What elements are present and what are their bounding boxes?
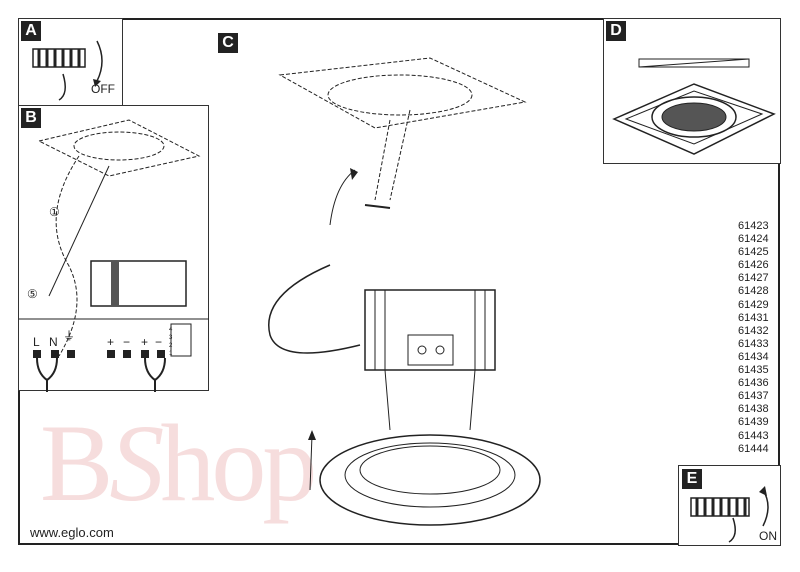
article-number: 61444 bbox=[738, 442, 769, 455]
dip-3: 3 bbox=[169, 335, 173, 341]
panel-e-label: E bbox=[682, 469, 702, 489]
article-number: 61423 bbox=[738, 220, 769, 232]
driver-install-drawing: ① ⑤ bbox=[19, 119, 209, 357]
article-number: 61434 bbox=[738, 350, 769, 363]
article-number: 61427 bbox=[738, 272, 769, 285]
terminal-minus-label: − bbox=[123, 335, 130, 349]
article-number: 61431 bbox=[738, 311, 769, 324]
article-number: 61433 bbox=[738, 337, 769, 350]
terminal-plus-label: + bbox=[107, 335, 114, 349]
website-url: www.eglo.com bbox=[30, 525, 114, 540]
step-5-marker: ⑤ bbox=[27, 287, 38, 301]
terminal-plus-label: + bbox=[141, 335, 148, 349]
breaker-switch-icon: OFF bbox=[32, 40, 115, 101]
terminal-n-label: N bbox=[49, 335, 58, 349]
dip-1: 1 bbox=[169, 351, 173, 357]
panel-d-label: D bbox=[606, 21, 626, 41]
article-number: 61437 bbox=[738, 390, 769, 403]
step-1-marker: ① bbox=[49, 205, 60, 219]
article-number: 61439 bbox=[738, 416, 769, 429]
panel-b-label: B bbox=[21, 108, 41, 128]
panel-a: A OFF bbox=[18, 18, 123, 106]
terminal-minus-label: − bbox=[155, 335, 162, 349]
article-number: 61429 bbox=[738, 298, 769, 311]
installed-downlight-drawing bbox=[612, 58, 776, 155]
downlight-install-drawing bbox=[268, 57, 541, 526]
panel-b: B ① ⑤ L N ⏚ + − + − 4 3 2 1 bbox=[18, 105, 209, 392]
article-number: 61443 bbox=[738, 429, 769, 442]
off-text: OFF bbox=[91, 82, 115, 96]
panel-d: D bbox=[603, 18, 781, 164]
dip-2: 2 bbox=[169, 343, 173, 349]
watermark: BShop bbox=[40, 402, 317, 524]
dip-4: 4 bbox=[169, 327, 173, 333]
terminal-earth-label: ⏚ bbox=[63, 329, 75, 343]
on-text: ON bbox=[759, 529, 777, 543]
article-number: 61428 bbox=[738, 285, 769, 298]
article-number: 61424 bbox=[738, 233, 769, 246]
article-number: 61426 bbox=[738, 259, 769, 272]
terminal-l-label: L bbox=[33, 335, 40, 349]
article-number: 61438 bbox=[738, 403, 769, 416]
article-number-list: 61423 61424 61425 61426 61427 61428 6142… bbox=[738, 220, 769, 456]
breaker-switch-icon: ON bbox=[690, 486, 777, 543]
article-number: 61432 bbox=[738, 324, 769, 337]
panel-c-label: C bbox=[218, 33, 238, 53]
wiring-terminals: L N ⏚ + − + − 4 3 2 1 bbox=[33, 323, 192, 392]
article-number: 61436 bbox=[738, 377, 769, 390]
panel-a-label: A bbox=[21, 21, 41, 41]
article-number: 61435 bbox=[738, 364, 769, 377]
panel-e: E ON bbox=[678, 465, 781, 546]
article-number: 61425 bbox=[738, 246, 769, 259]
